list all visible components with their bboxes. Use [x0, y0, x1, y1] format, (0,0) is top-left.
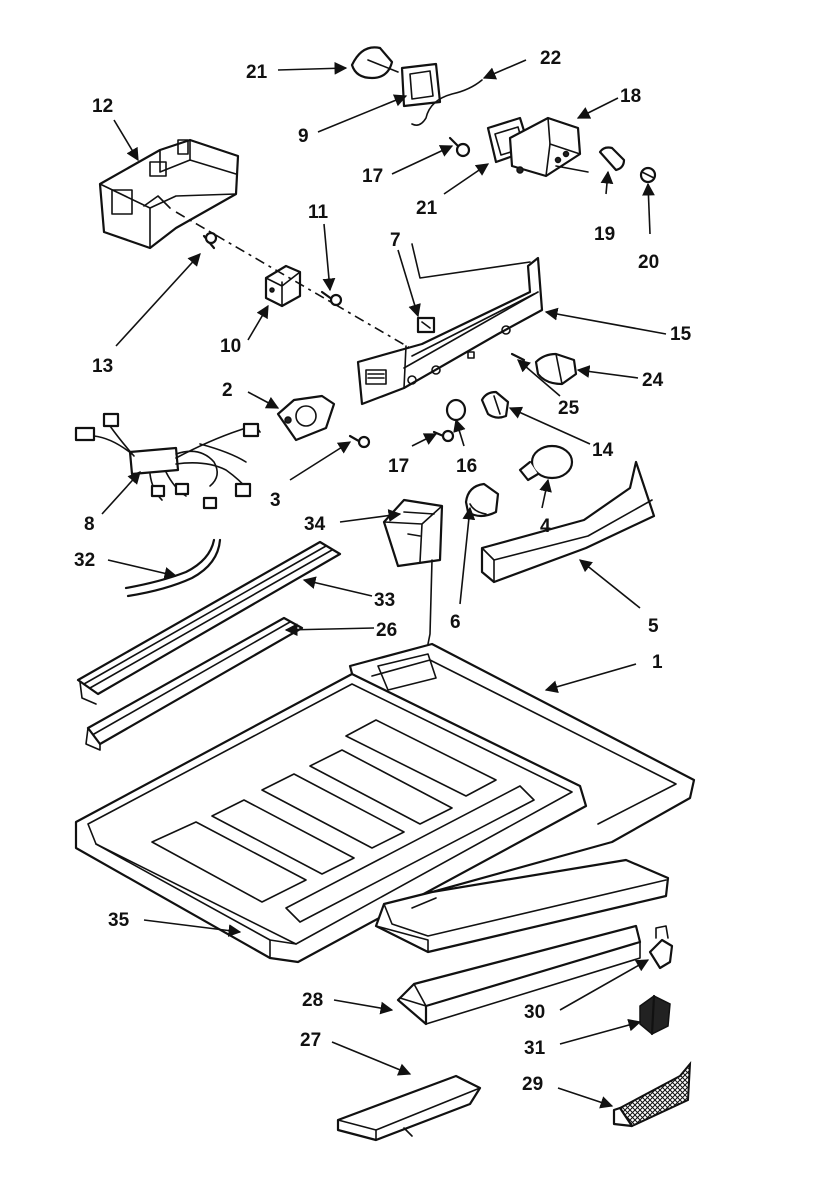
callout-5: 5: [648, 616, 659, 637]
part-17-screw-upper: [448, 136, 471, 158]
part-9-gasket: [400, 62, 442, 108]
callout-6: 6: [450, 612, 461, 633]
callout-10: 10: [220, 336, 241, 357]
part-25-pin: [510, 352, 526, 362]
callout-17-lower: 17: [388, 456, 409, 477]
callout-4: 4: [540, 516, 551, 537]
callout-13: 13: [92, 356, 113, 377]
callout-30: 30: [524, 1002, 545, 1023]
part-14-lamp-socket: [480, 390, 510, 419]
callout-14: 14: [592, 440, 614, 461]
callout-15: 15: [670, 324, 692, 345]
callout-26: 26: [376, 620, 397, 641]
part-28-rail: [396, 924, 642, 1026]
part-13-screw: [202, 231, 218, 250]
part-27-panel: [336, 1074, 482, 1142]
callout-28: 28: [302, 990, 323, 1011]
part-drawer-rail: [374, 858, 670, 954]
callout-23: 22: [540, 48, 561, 69]
callout-2: 2: [222, 380, 233, 401]
callout-29: 29: [522, 1074, 543, 1095]
callout-20: 20: [638, 252, 659, 273]
callout-34: 34: [304, 514, 326, 535]
callout-12: 12: [92, 96, 113, 117]
callout-17-upper: 17: [362, 166, 383, 187]
callout-3: 3: [270, 490, 281, 511]
callout-1: 1: [652, 652, 663, 673]
part-35-glass-shelf: [74, 672, 588, 964]
part-29-grille: [612, 1061, 692, 1128]
callout-21: 21: [416, 198, 438, 219]
callout-19: 19: [594, 224, 615, 245]
part-4-light-bulb: [518, 444, 574, 482]
callout-11: 11: [308, 202, 329, 223]
part-24-switch: [534, 352, 578, 386]
part-30-clip: [648, 925, 674, 970]
part-3-screw: [348, 434, 371, 449]
part-8-wire-harness: [74, 412, 261, 510]
part-10-switch: [264, 264, 302, 308]
callout-16: 16: [456, 456, 477, 477]
callout-35: 35: [108, 910, 130, 931]
callout-33: 33: [374, 590, 395, 611]
callout-labels: 21 22 18 12 9 17 21 19 20 11 7 13 10 15 …: [74, 48, 692, 1095]
part-22-knob: [350, 46, 399, 80]
callout-25: 25: [558, 398, 580, 419]
part-16-button: [445, 398, 467, 422]
part-18-thermostat: [508, 116, 589, 178]
part-12-housing: [98, 138, 240, 250]
callout-27: 27: [300, 1030, 321, 1051]
callout-31: 31: [524, 1038, 546, 1059]
part-26-trim: [85, 616, 304, 751]
part-19-socket: [598, 146, 626, 172]
callout-22: 21: [246, 62, 268, 83]
part-11-screw: [320, 290, 343, 307]
callout-9: 9: [298, 126, 309, 147]
leader-lines: [101, 59, 667, 1109]
callout-8: 8: [84, 514, 95, 535]
part-20-screw: [639, 166, 657, 184]
part-32-tube: [124, 538, 222, 598]
callout-18: 18: [620, 86, 641, 107]
callout-32: 32: [74, 550, 95, 571]
part-5-light-lens: [480, 460, 656, 584]
part-15-control-panel: [356, 243, 544, 406]
part-34-cover: [382, 498, 444, 568]
callout-7: 7: [390, 230, 401, 251]
part-6-lamp-shield: [464, 482, 500, 518]
callout-24: 24: [642, 370, 664, 391]
part-7-clip: [416, 316, 436, 334]
part-17-screw-lower: [432, 429, 455, 443]
part-33-front-rail: [76, 540, 342, 705]
part-2-light-bracket: [276, 394, 336, 442]
part-23-wire: [411, 79, 483, 126]
part-31-cam: [639, 994, 671, 1036]
parts-layer: [74, 46, 696, 1142]
